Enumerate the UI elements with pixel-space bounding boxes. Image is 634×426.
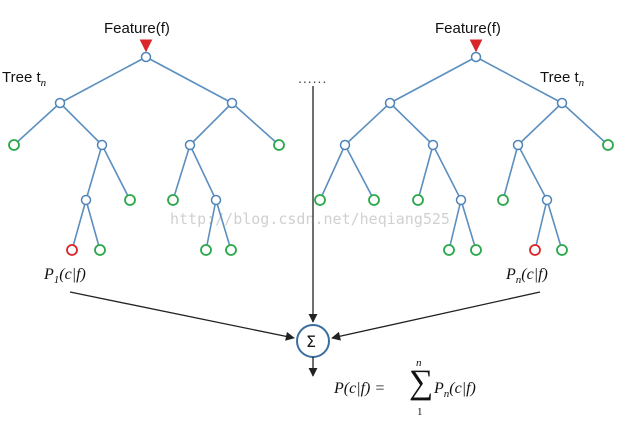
tree-label-right-text: Tree t xyxy=(540,69,579,86)
formula-sum-sign: ∑ xyxy=(409,364,434,401)
ellipsis-more-trees: ...... xyxy=(298,70,328,86)
tree-left-edge xyxy=(59,56,147,104)
tree-left-leaf-node xyxy=(200,244,212,256)
tree-left-split-node xyxy=(210,194,222,206)
tree-right-split-node xyxy=(339,139,351,151)
formula-term-arg: (c|f) xyxy=(449,380,476,397)
tree-left-split-node xyxy=(140,51,152,63)
tree-left-leaf-node xyxy=(94,244,106,256)
feature-label-right: Feature(f) xyxy=(435,20,501,37)
tree-left-edge xyxy=(172,144,191,201)
tree-right-leaf-node xyxy=(497,194,509,206)
tree-right-edge xyxy=(546,199,563,251)
tree-right-leaf-node xyxy=(470,244,482,256)
tree-right-edge xyxy=(344,144,375,201)
tree-label-right: Tree tn xyxy=(540,69,584,89)
tree-right-edge xyxy=(460,199,477,251)
tree-right-leaf-node xyxy=(314,194,326,206)
prob-right-sub: n xyxy=(515,274,522,287)
tree-right-edge xyxy=(389,102,434,146)
tree-left-edge xyxy=(189,102,233,146)
flow-arrow-left xyxy=(69,291,295,341)
tree-left-split-node xyxy=(226,97,238,109)
formula-term-sub: n xyxy=(443,388,450,401)
tree-left-edge xyxy=(231,102,280,146)
tree-left-leaf-node xyxy=(167,194,179,206)
tree-left-split-node xyxy=(184,139,196,151)
tree-right-leaf-node xyxy=(443,244,455,256)
tree-label-left: Tree tn xyxy=(2,69,46,89)
flow-arrow-right xyxy=(331,291,541,341)
tree-right-leaf-node xyxy=(556,244,568,256)
tree-right-edge xyxy=(389,56,477,104)
prob-left-sub: 1 xyxy=(53,274,60,287)
tree-right-highlight-leaf xyxy=(529,244,541,256)
tree-left-edge xyxy=(13,102,61,146)
tree-right-split-node xyxy=(470,51,482,63)
tree-right-split-node xyxy=(556,97,568,109)
tree-left-edge xyxy=(189,144,217,201)
prob-right-letter: P xyxy=(506,266,516,283)
tree-left-edge xyxy=(59,102,103,146)
tree-left-leaf-node xyxy=(8,139,20,151)
tree-right-edge xyxy=(432,144,462,201)
tree-right-split-node xyxy=(427,139,439,151)
formula-upper-limit: n xyxy=(416,357,422,369)
prob-left-arg: (c|f) xyxy=(59,266,86,283)
sum-node-symbol: Σ xyxy=(306,332,317,351)
tree-left-highlight-leaf xyxy=(66,244,78,256)
tree-right-edge xyxy=(417,144,434,201)
formula-term: Pn(c|f) xyxy=(434,380,476,400)
tree-left-edge xyxy=(215,199,232,251)
tree-label-left-text: Tree t xyxy=(2,69,41,86)
tree-left-leaf-node xyxy=(124,194,136,206)
prob-label-right: Pn(c|f) xyxy=(506,266,548,286)
tree-left-edge xyxy=(205,199,217,251)
tree-right-edge xyxy=(502,144,519,201)
tree-right-leaf-node xyxy=(602,139,614,151)
tree-left-edge xyxy=(145,56,233,104)
tree-right-edge xyxy=(344,102,391,146)
tree-right-split-node xyxy=(455,194,467,206)
tree-left-split-node xyxy=(54,97,66,109)
tree-left-split-node xyxy=(96,139,108,151)
tree-right-edge xyxy=(319,144,346,201)
tree-left-edge xyxy=(101,144,131,201)
tree-right-leaf-node xyxy=(368,194,380,206)
tree-right-edge xyxy=(517,102,563,146)
tree-left-split-node xyxy=(80,194,92,206)
tree-right-edge xyxy=(534,199,548,251)
tree-left-edge xyxy=(71,199,87,251)
tree-label-left-sub: n xyxy=(40,77,47,89)
feature-label-left: Feature(f) xyxy=(104,20,170,37)
formula-lhs: P(c|f) = xyxy=(334,380,386,397)
prob-label-left: P1(c|f) xyxy=(44,266,86,286)
prob-left-letter: P xyxy=(44,266,54,283)
tree-left-edge xyxy=(85,144,103,201)
tree-left-leaf-node xyxy=(273,139,285,151)
tree-label-right-sub: n xyxy=(578,77,585,89)
tree-left-edge xyxy=(85,199,101,251)
formula-term-letter: P xyxy=(434,380,444,397)
tree-right-split-node xyxy=(512,139,524,151)
tree-right-split-node xyxy=(541,194,553,206)
prob-right-arg: (c|f) xyxy=(521,266,548,283)
tree-right-edge xyxy=(475,56,563,104)
tree-right-split-node xyxy=(384,97,396,109)
tree-right-edge xyxy=(517,144,548,201)
tree-left-leaf-node xyxy=(225,244,237,256)
tree-right-edge xyxy=(448,199,462,251)
tree-right-edge xyxy=(561,102,609,146)
formula-lower-limit: 1 xyxy=(417,406,423,418)
watermark-url: http://blog.csdn.net/heqiang525 xyxy=(170,210,450,228)
tree-right-leaf-node xyxy=(412,194,424,206)
